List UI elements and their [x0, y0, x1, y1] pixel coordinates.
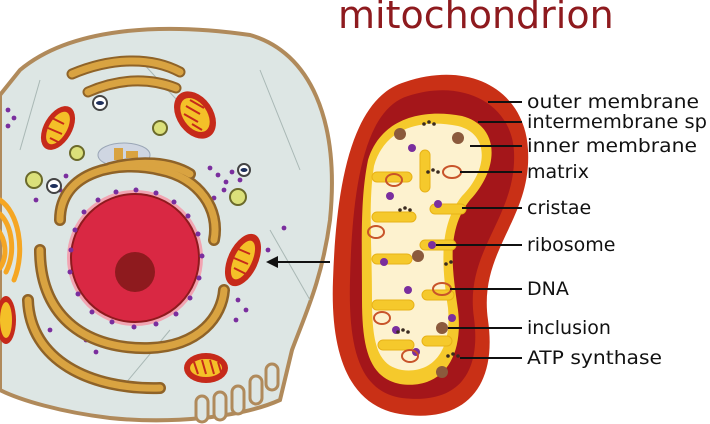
- cell-mitochondrion-1: [174, 91, 216, 139]
- cell-mitochondrion-4: [184, 353, 228, 383]
- label-intermembrane-space: intermembrane sp: [527, 111, 707, 133]
- cytoskeleton: [19, 59, 311, 391]
- nucleolus: [115, 252, 155, 292]
- label-ribosome: ribosome: [527, 234, 616, 256]
- inclusions: [394, 128, 464, 378]
- peroxisomes: [46, 95, 251, 194]
- diagram-title: mitochondrion: [338, 0, 614, 37]
- label-cristae: cristae: [527, 197, 591, 219]
- label-inclusion: inclusion: [527, 317, 611, 339]
- dna-rings: [367, 165, 462, 363]
- leader-lines: [436, 101, 522, 359]
- labels: outer membrane intermembrane sp inner me…: [527, 91, 707, 369]
- microvilli: [194, 362, 280, 424]
- golgi-apparatus-left: [0, 197, 23, 283]
- label-outer-membrane: outer membrane: [527, 91, 699, 113]
- atp-synthase-clusters: [396, 120, 460, 358]
- label-atp-synthase: ATP synthase: [527, 347, 662, 369]
- cell-mitochondrion-5: [0, 296, 16, 344]
- cell-mitochondrion-2: [40, 106, 76, 150]
- label-matrix: matrix: [527, 161, 589, 183]
- nucleus: [67, 190, 203, 326]
- nuclear-pores: [67, 187, 205, 330]
- mitochondrion: [332, 74, 529, 416]
- vesicles: [25, 120, 247, 206]
- label-inner-membrane: inner membrane: [527, 135, 697, 157]
- ribosomes: [380, 144, 456, 356]
- cell-mitochondrion-3: [224, 233, 262, 287]
- label-dna: DNA: [527, 278, 569, 300]
- pointer-arrow: [266, 256, 330, 268]
- animal-cell: [0, 26, 334, 424]
